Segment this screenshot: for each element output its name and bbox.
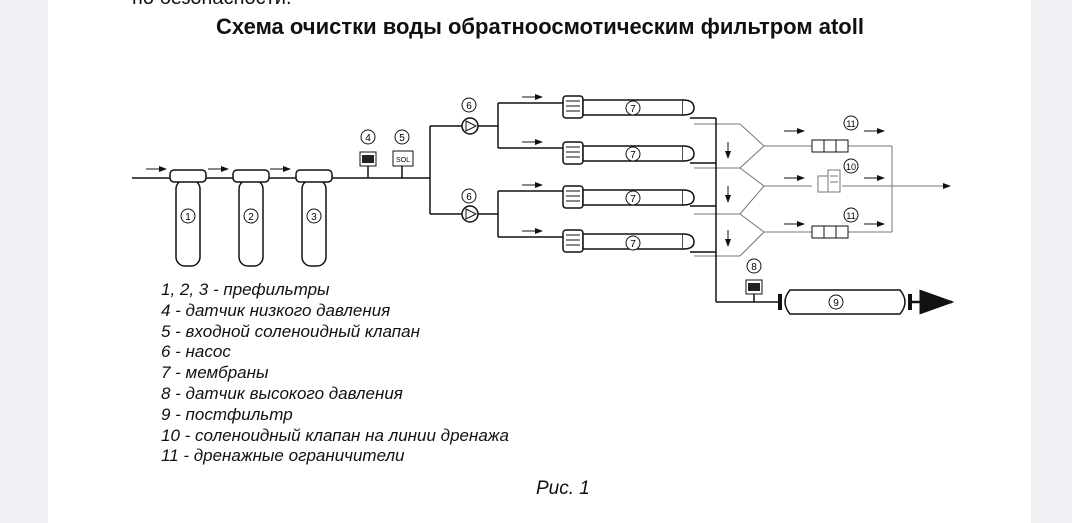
low-pressure-sensor: 4 [359,129,377,178]
legend: 1, 2, 3 - префильтры 4 - датчик низкого … [161,280,509,467]
legend-item: 8 - датчик высокого давления [161,383,403,403]
document-page [48,0,1031,523]
diagram-title: Схема очистки воды обратноосмотическим ф… [216,14,864,39]
inlet-solenoid-valve: SOL 5 [392,129,414,178]
membrane-2: 7 [562,141,695,165]
prefilter-2: 2 [232,169,270,267]
permeate-collector [690,117,782,303]
prefilter-3-label: 3 [311,212,317,223]
membrane-4-label: 7 [630,239,636,250]
high-pressure-sensor: 8 [745,258,763,302]
legend-item: 11 - дренажные ограничители [161,446,405,466]
prefilter-2-label: 2 [248,212,254,223]
drain-solenoid-valve: 10 [817,158,859,193]
drain-restrictor-bottom: 11 [811,207,859,239]
legend-item: 1, 2, 3 - префильтры [161,280,330,299]
high-pressure-sensor-label: 8 [751,262,757,273]
drain-restrictor-top-label: 11 [846,119,855,129]
previous-text-fragment: по безопасности. [132,0,292,10]
membrane-3-label: 7 [630,194,636,205]
membrane-1: 7 [562,95,695,119]
drain-lines [694,123,951,257]
drain-solenoid-label: 10 [846,162,856,172]
membrane-2-label: 7 [630,150,636,161]
drain-restrictor-top: 11 [811,115,859,153]
prefilter-3: 3 [295,169,333,267]
legend-item: 5 - входной соленоидный клапан [161,321,420,341]
low-pressure-sensor-label: 4 [365,133,371,144]
figure-caption: Рис. 1 [536,478,590,499]
prefilter-1: 1 [169,169,207,267]
legend-item: 4 - датчик низкого давления [161,300,391,320]
solenoid-tag: SOL [396,157,410,164]
pump-b: 6 [461,188,479,223]
pump-b-label: 6 [466,192,472,203]
drain-restrictor-bottom-label: 11 [846,211,855,221]
legend-item: 9 - постфильтр [161,404,293,424]
membrane-1-label: 7 [630,104,636,115]
legend-item: 10 - соленоидный клапан на линии дренажа [161,425,509,445]
inlet-solenoid-label: 5 [399,133,405,144]
pump-a: 6 [461,97,479,135]
pump-a-label: 6 [466,101,472,112]
legend-item: 6 - насос [161,342,231,362]
postfilter: 9 [778,289,912,315]
legend-item: 7 - мембраны [161,363,269,383]
membrane-3: 7 [562,185,695,209]
membrane-4: 7 [562,229,695,253]
postfilter-label: 9 [833,298,839,309]
prefilter-1-label: 1 [185,212,191,223]
